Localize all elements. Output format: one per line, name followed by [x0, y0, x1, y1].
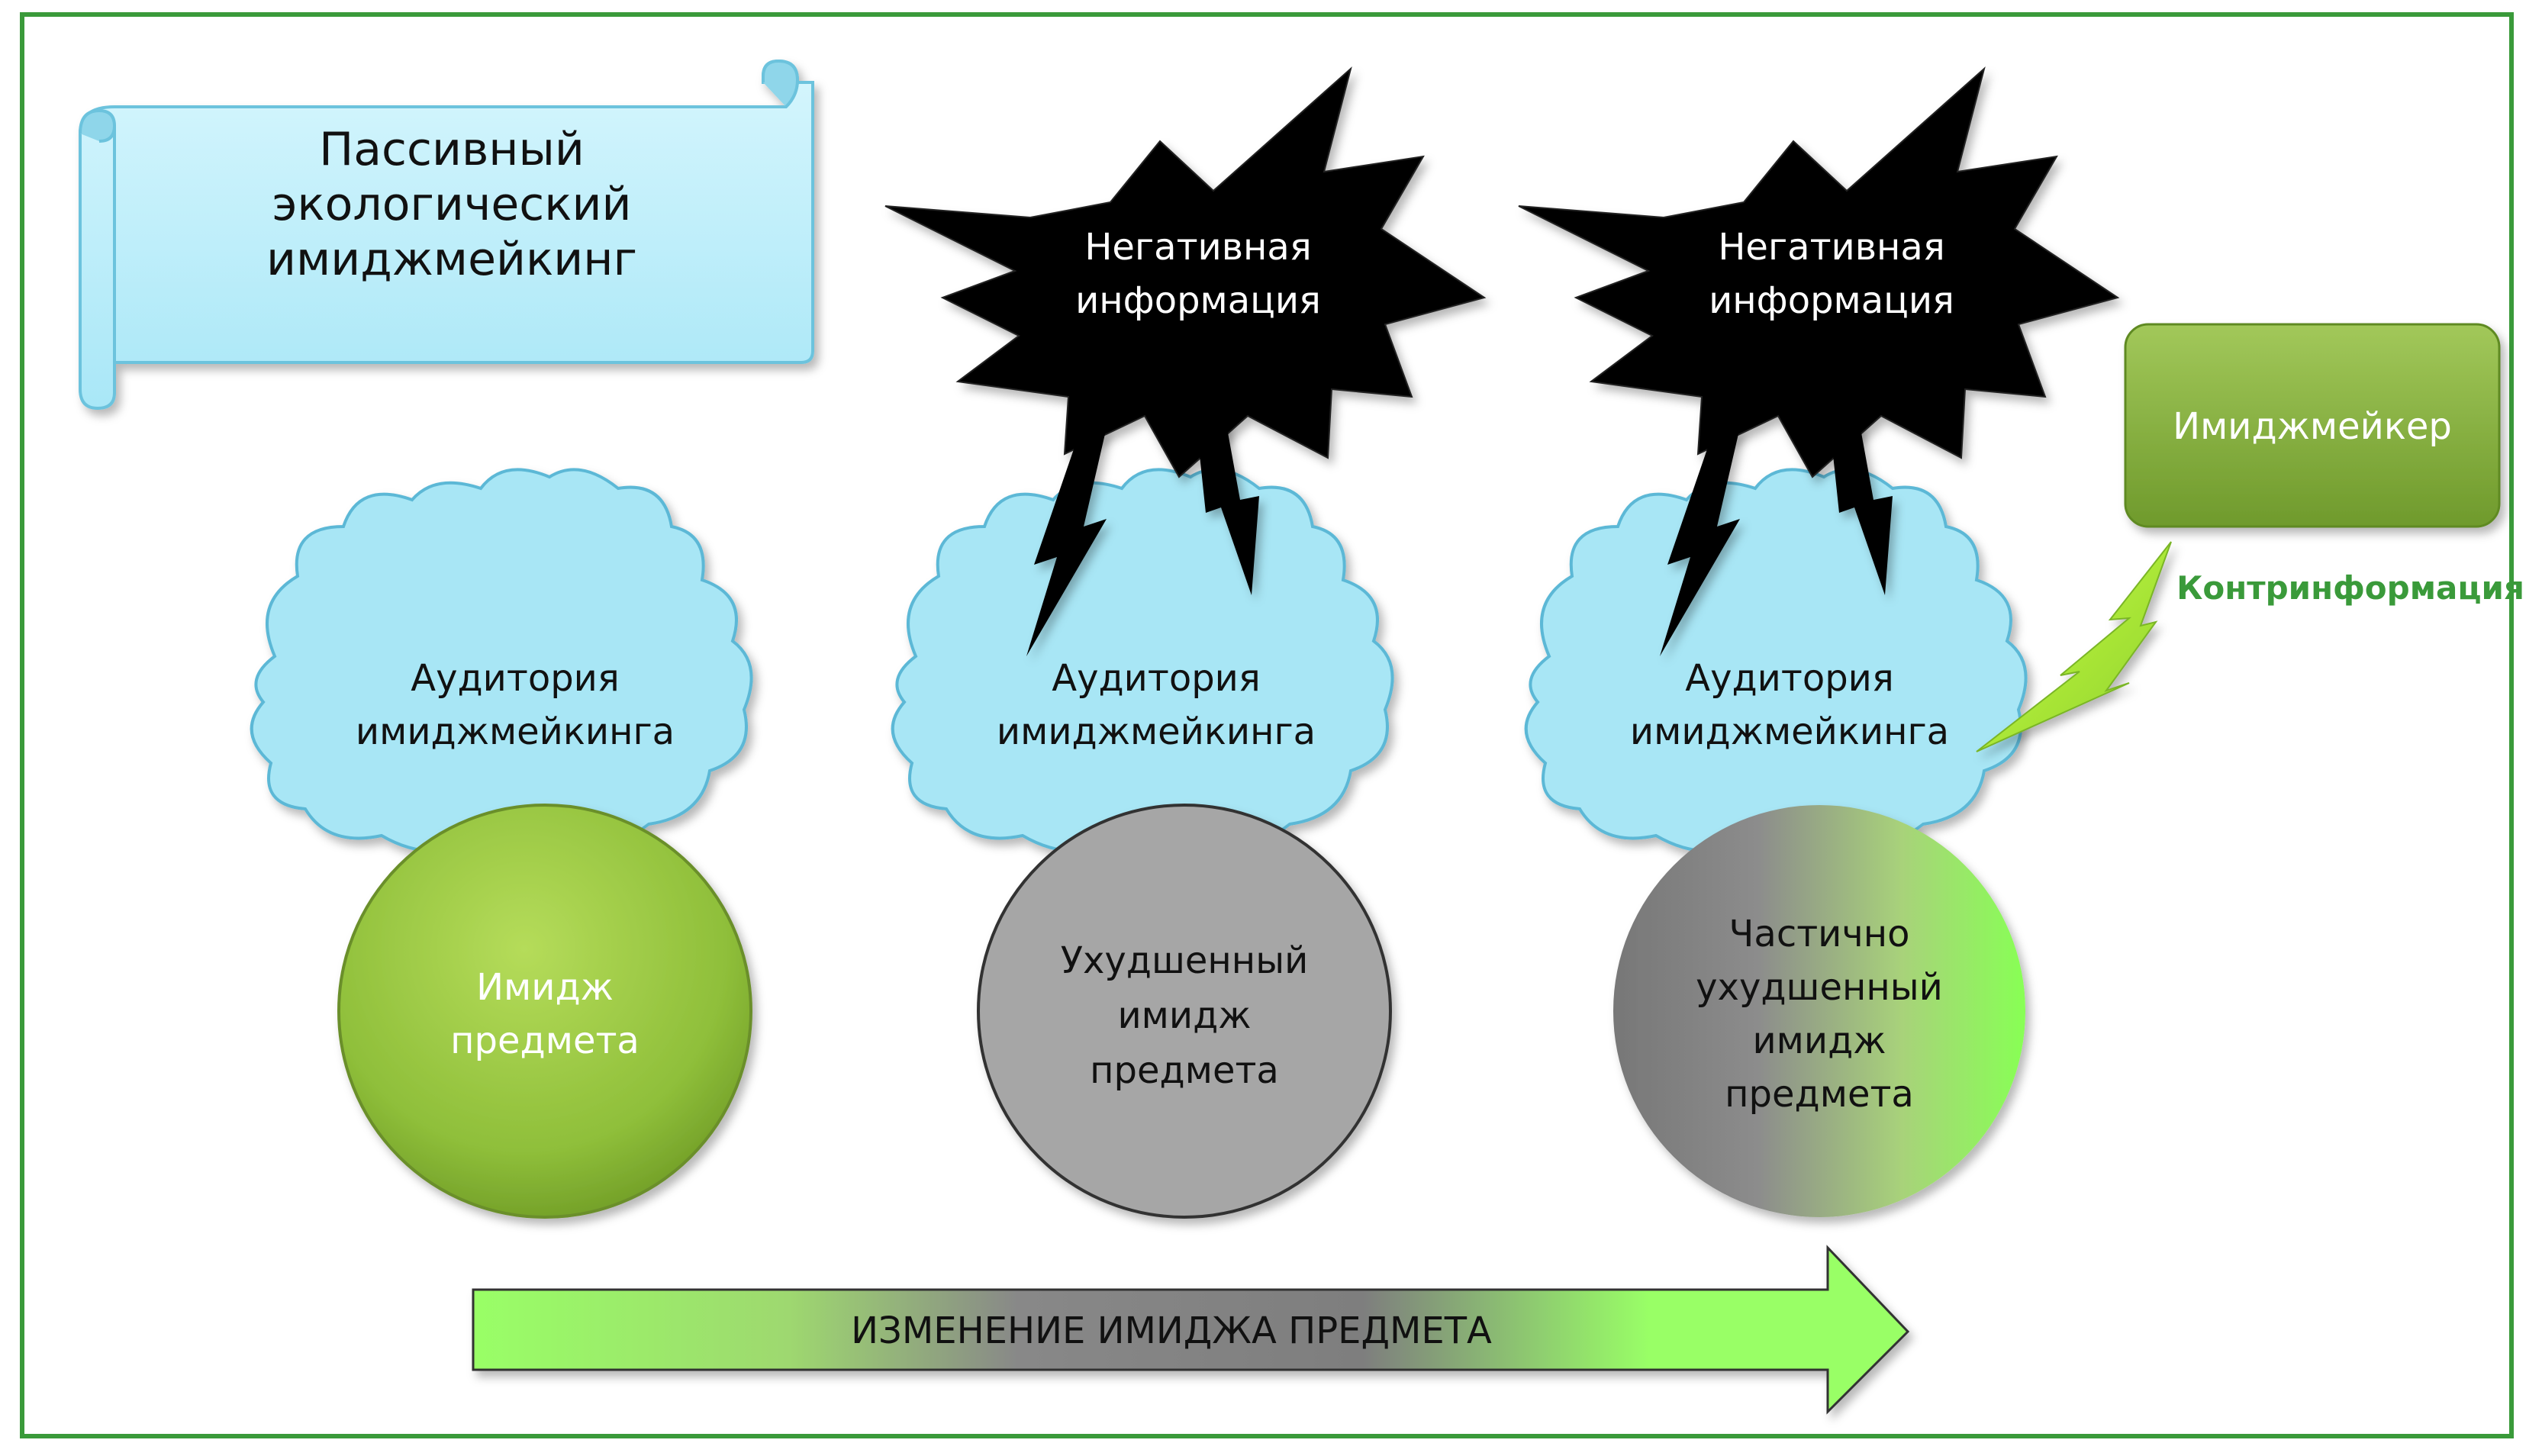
image-partial-line-4: предмета [1725, 1073, 1914, 1116]
lightning-bolt-1a [1026, 427, 1107, 656]
title-scroll [79, 59, 814, 411]
audience-2-line-1: Аудитория [1052, 657, 1261, 700]
audience-1-line-2: имиджмейкинга [356, 710, 675, 753]
image-good-line-1: Имидж [476, 966, 614, 1009]
imagemaker-label: Имиджмейкер [2173, 405, 2452, 448]
lightning-bolt-2a [1660, 427, 1740, 656]
image-partial-line-2: ухудшенный [1696, 966, 1943, 1009]
counter-info-label: Контринформация [2176, 569, 2524, 607]
image-partial-circle [1613, 805, 2025, 1217]
green-lightning-bolt [1976, 541, 2172, 752]
audience-2-line-2: имиджмейкинга [997, 710, 1316, 753]
arrow-label: ИЗМЕНЕНИЕ ИМИДЖА ПРЕДМЕТА [851, 1309, 1492, 1352]
negative-2-line-1: Негативная [1718, 226, 1944, 269]
image-change-arrow [472, 1245, 1910, 1415]
imagemaker-box [2124, 323, 2501, 528]
image-good-line-2: предмета [450, 1020, 640, 1062]
audience-3-line-1: Аудитория [1685, 657, 1894, 700]
image-partial-line-1: Частично [1729, 913, 1910, 955]
diagram-frame [20, 12, 2514, 1438]
title-line-3: имиджмейкинг [266, 233, 637, 286]
image-worse-line-1: Ухудшенный [1061, 939, 1309, 982]
negative-1-line-1: Негативная [1084, 226, 1311, 269]
negative-1-line-2: информация [1075, 279, 1321, 322]
image-partial-line-3: имидж [1752, 1020, 1886, 1062]
audience-cloud-3 [1524, 468, 2028, 853]
audience-3-line-2: имиджмейкинга [1630, 710, 1949, 753]
title-line-1: Пассивный [319, 123, 585, 176]
negative-2-line-2: информация [1709, 279, 1954, 322]
image-worse-line-2: имидж [1117, 994, 1251, 1037]
image-good-circle [337, 804, 752, 1219]
audience-cloud-1 [250, 468, 753, 853]
lightning-bolt-2b [1828, 404, 1893, 595]
title-line-2: экологический [272, 178, 631, 231]
image-worse-line-3: предмета [1090, 1049, 1279, 1092]
audience-1-line-1: Аудитория [411, 657, 620, 700]
lightning-bolt-1b [1194, 404, 1259, 595]
audience-cloud-2 [891, 468, 1394, 853]
negative-info-burst-2 [1518, 66, 2120, 478]
negative-info-burst-1 [884, 66, 1487, 478]
image-worse-circle [977, 804, 1392, 1219]
